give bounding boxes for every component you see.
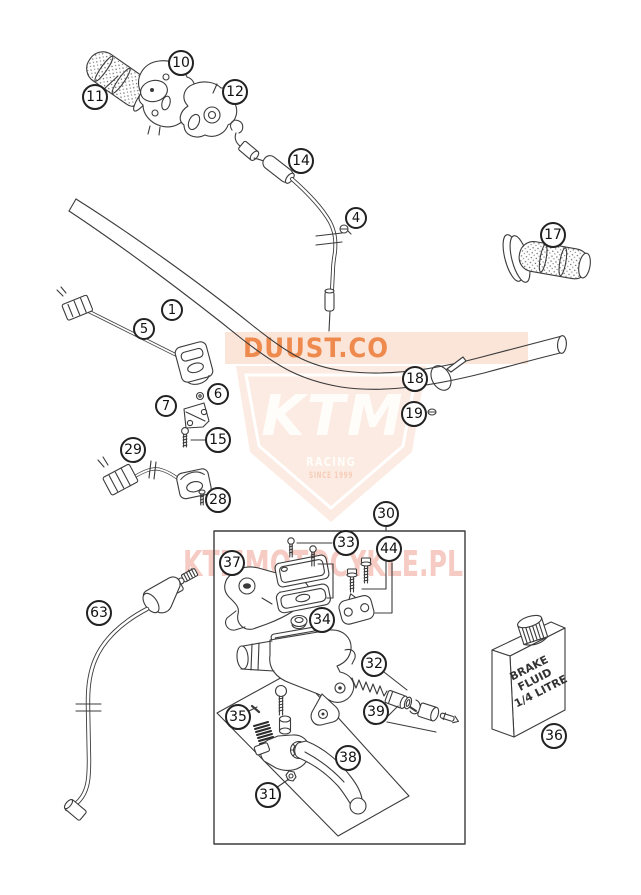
- callout-32: 32: [361, 651, 387, 677]
- lever-sub-box: [216, 669, 410, 837]
- callout-31: 31: [255, 782, 281, 808]
- bar-clamp-44: [338, 557, 375, 625]
- kill-switch: [56, 286, 214, 385]
- callout-37: 37: [219, 550, 245, 576]
- watermark-banner-text: DUUST.CO: [243, 333, 389, 364]
- grommet-34: [290, 614, 308, 630]
- ktm-shield-watermark: [236, 366, 426, 522]
- callout-35: 35: [225, 704, 251, 730]
- callout-38: 38: [335, 745, 361, 771]
- right-grip: [502, 234, 591, 283]
- screw-6: [195, 391, 205, 401]
- callout-30: 30: [373, 501, 399, 527]
- reservoir-cover: [274, 537, 331, 614]
- callout-33: 33: [333, 530, 359, 556]
- ktm-since-text: SINCE 1999: [309, 471, 353, 481]
- callout-1: 1: [161, 299, 183, 321]
- bottle-cap: [517, 614, 549, 646]
- screw-15: [181, 427, 189, 448]
- brake-lever: [294, 740, 367, 815]
- callout-10: 10: [168, 50, 194, 76]
- nut-19: [427, 408, 437, 416]
- callout-7: 7: [155, 395, 177, 417]
- callout-5: 5: [133, 318, 155, 340]
- pushrod-parts-35: [250, 684, 292, 745]
- brake-fluid-bottle: BRAKE FLUID 1/4 LITRE: [491, 614, 569, 738]
- piston-kit-32: [351, 677, 417, 712]
- handlebar: [68, 198, 567, 390]
- leader-lines: [102, 75, 437, 789]
- callout-18: 18: [402, 366, 428, 392]
- throttle-cable: [253, 155, 343, 332]
- callout-17: 17: [540, 222, 566, 248]
- master-cylinder-body: [236, 625, 356, 726]
- diagram-line-art: BRAKE FLUID 1/4 LITRE: [56, 51, 591, 845]
- callout-29: 29: [120, 437, 146, 463]
- callout-39: 39: [363, 699, 389, 725]
- callout-15: 15: [205, 427, 231, 453]
- wiring-harness: [97, 456, 212, 506]
- callout-44: 44: [376, 536, 402, 562]
- bracket-7: [183, 402, 210, 429]
- cable-adjuster-nipple: [339, 224, 352, 235]
- callout-28: 28: [205, 487, 231, 513]
- ktm-shield-inner-border: [244, 373, 418, 510]
- hose-clamp: [430, 356, 467, 391]
- ktm-logo-text: KTM: [261, 384, 404, 449]
- callout-14: 14: [288, 148, 314, 174]
- callout-63: 63: [86, 600, 112, 626]
- callout-4: 4: [345, 207, 367, 229]
- clutch-cable: [63, 568, 199, 821]
- callout-11: 11: [82, 84, 108, 110]
- callout-36: 36: [541, 723, 567, 749]
- ktm-racing-text: RACING: [306, 454, 356, 469]
- callout-12: 12: [222, 79, 248, 105]
- callout-19: 19: [401, 401, 427, 427]
- throttle-housing: [138, 60, 196, 136]
- cable-elbow-fitting: [230, 119, 260, 161]
- callout-34: 34: [309, 607, 335, 633]
- washer-set-39: [403, 696, 460, 724]
- callout-6: 6: [207, 383, 229, 405]
